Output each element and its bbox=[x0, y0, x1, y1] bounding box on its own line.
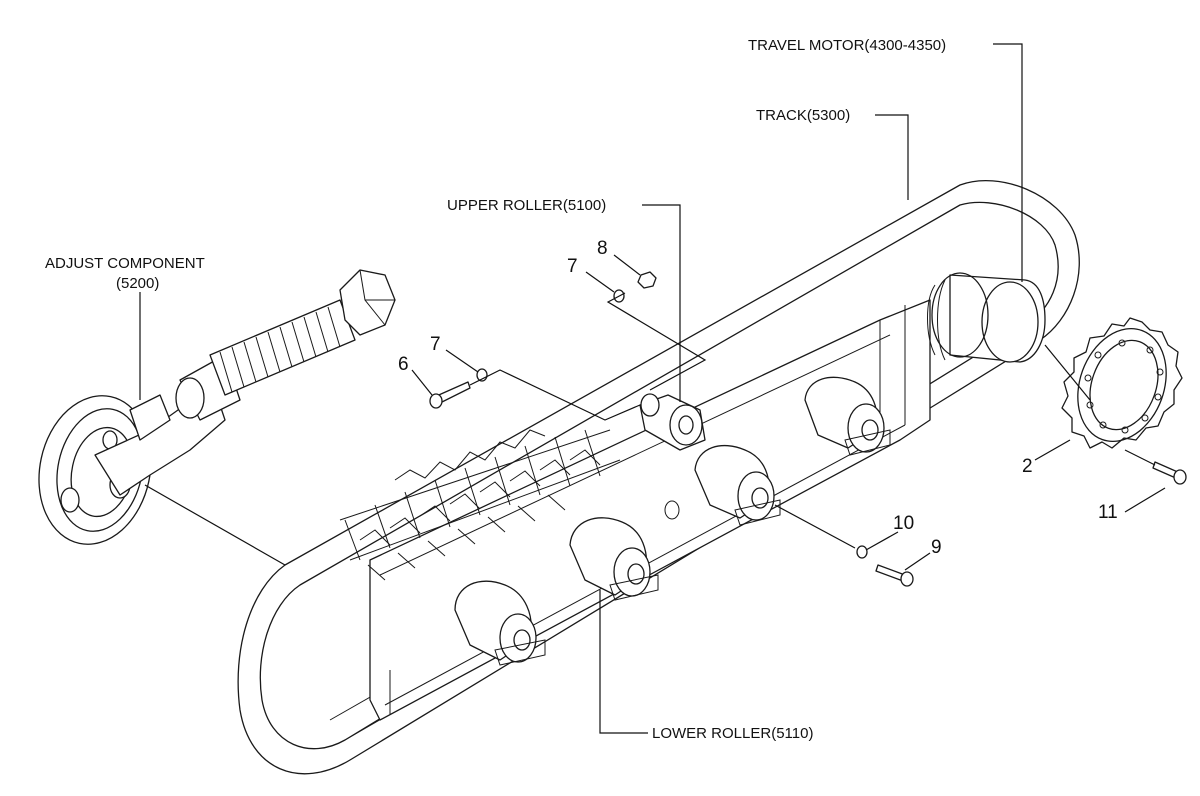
label-upper-roller: UPPER ROLLER(5100) bbox=[447, 197, 606, 214]
label-travel-motor: TRAVEL MOTOR(4300-4350) bbox=[748, 37, 946, 54]
part-number-8: 8 bbox=[597, 238, 608, 259]
bolt-9 bbox=[875, 564, 914, 587]
part-number-10: 10 bbox=[893, 513, 914, 534]
part-number-9: 9 bbox=[931, 537, 942, 558]
travel-motor bbox=[927, 272, 1046, 363]
label-lower-roller: LOWER ROLLER(5110) bbox=[652, 725, 813, 742]
lower-roller-2 bbox=[569, 517, 659, 601]
lower-roller-4 bbox=[804, 376, 891, 456]
part-number-2: 2 bbox=[1022, 456, 1033, 477]
lower-roller-1 bbox=[454, 580, 546, 666]
bolt-11 bbox=[1152, 461, 1187, 485]
washer-10 bbox=[856, 545, 868, 559]
part-number-6: 6 bbox=[398, 354, 409, 375]
label-adjust-component-code: (5200) bbox=[116, 275, 159, 292]
part-number-7-upper: 7 bbox=[567, 256, 578, 277]
label-track: TRACK(5300) bbox=[756, 107, 850, 124]
sprocket bbox=[1061, 317, 1183, 449]
part-number-11: 11 bbox=[1098, 502, 1118, 523]
part-number-7-lower: 7 bbox=[430, 334, 441, 355]
label-adjust-component: ADJUST COMPONENT bbox=[45, 255, 205, 272]
upper-roller bbox=[639, 393, 706, 451]
lower-roller-3 bbox=[694, 444, 781, 526]
track-shoe-pattern bbox=[339, 429, 621, 581]
adjust-component bbox=[38, 269, 396, 545]
bolt-6 bbox=[429, 381, 471, 409]
nut-8 bbox=[637, 271, 657, 289]
leader-lines bbox=[139, 43, 1166, 734]
